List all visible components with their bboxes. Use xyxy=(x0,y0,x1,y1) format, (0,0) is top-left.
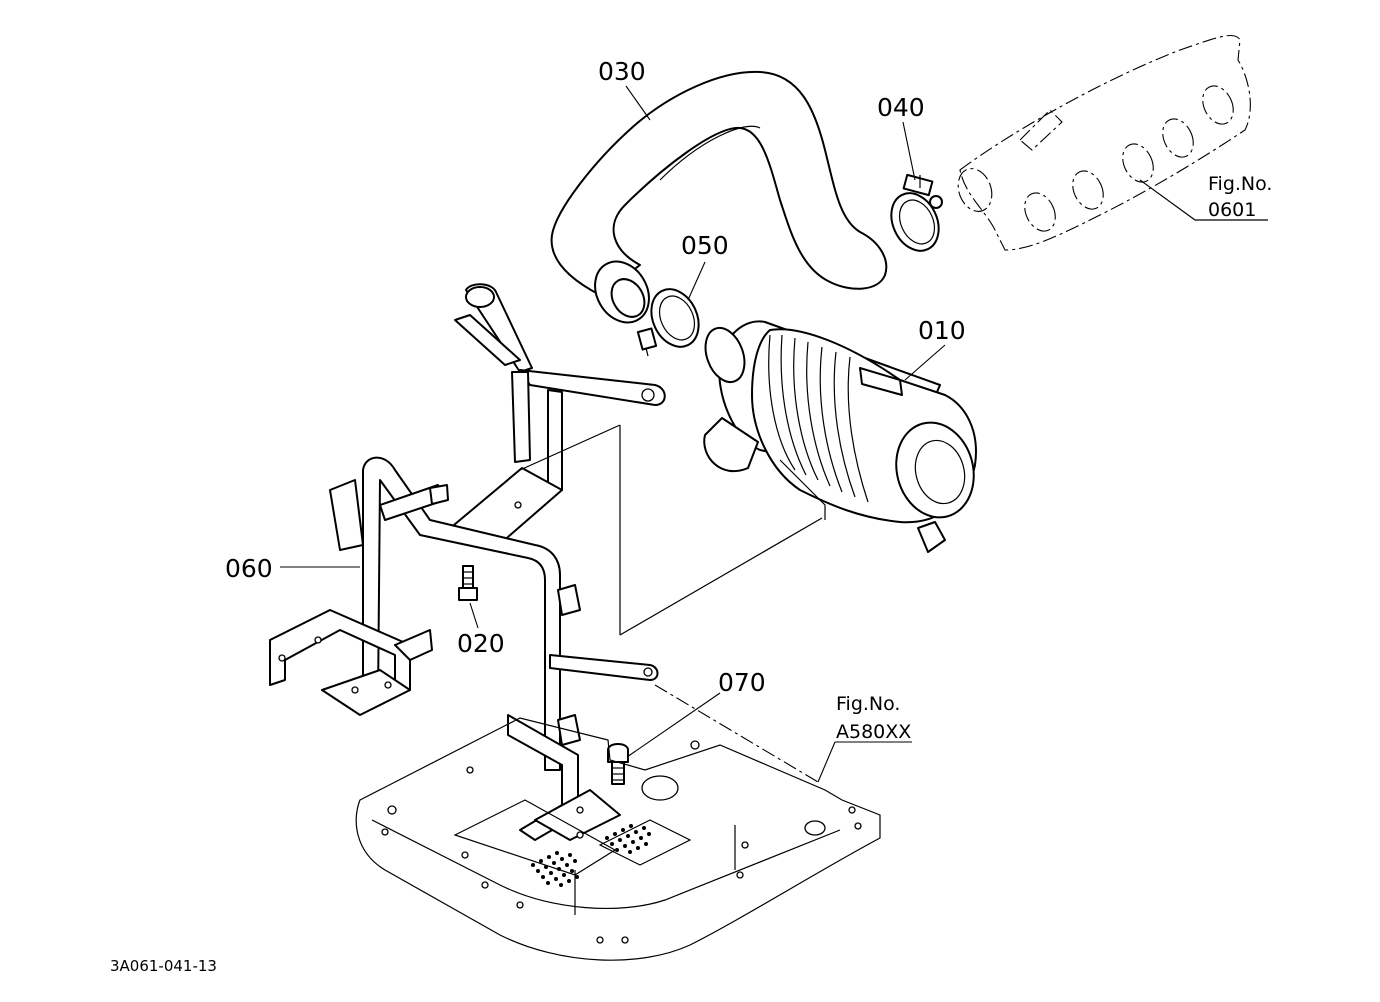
hose-clamp-050 xyxy=(636,288,700,357)
air-hose xyxy=(550,70,888,324)
callout-030: 030 xyxy=(598,57,646,86)
callout-020: 020 xyxy=(457,629,505,658)
callout-010: 010 xyxy=(918,316,966,345)
plate-fig-label: Fig.No. xyxy=(836,693,900,715)
air-cleaner xyxy=(703,320,977,553)
floor-plate xyxy=(355,717,881,961)
hose-clamp-040 xyxy=(890,173,943,252)
vent-holes-left xyxy=(531,851,579,887)
leader-lines xyxy=(280,85,946,783)
drawing-code: 3A061-041-13 xyxy=(110,957,217,975)
air-cleaner-bracket xyxy=(269,283,666,841)
callout-040: 040 xyxy=(877,93,925,122)
manifold-fig-number: 0601 xyxy=(1208,199,1256,221)
manifold-fig-label: Fig.No. xyxy=(1208,173,1272,195)
callout-050: 050 xyxy=(681,231,729,260)
plate-fig-number: A580XX xyxy=(836,721,911,743)
vent-holes-right xyxy=(605,824,651,854)
intake-manifold xyxy=(957,34,1268,251)
alignment-lines xyxy=(519,424,823,783)
callout-060: 060 xyxy=(225,554,273,583)
callout-070: 070 xyxy=(718,668,766,697)
stud-bolt xyxy=(458,565,478,601)
